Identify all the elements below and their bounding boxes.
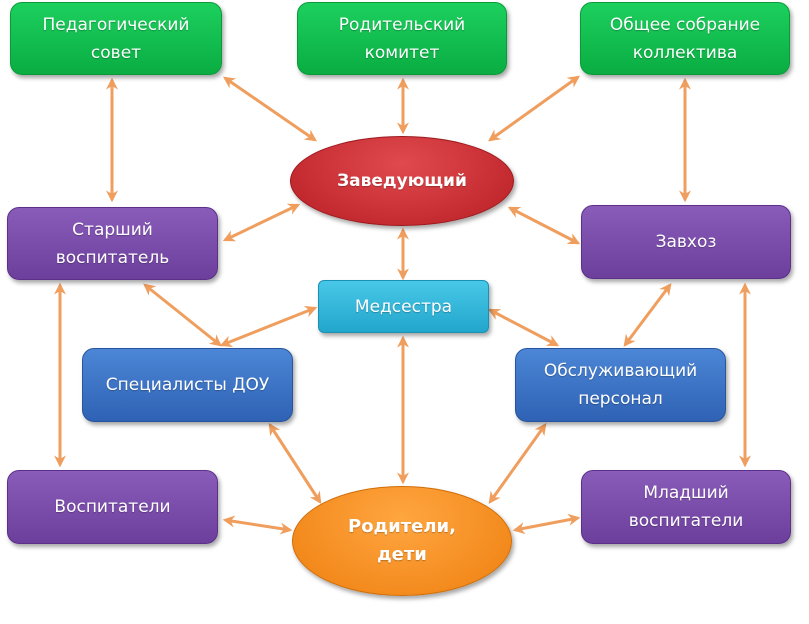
node-label: Воспитатели xyxy=(54,497,171,517)
double-arrow xyxy=(487,308,560,347)
node-general-meeting: Общее собрание коллектива xyxy=(580,2,790,75)
node-supply-manager: Завхоз xyxy=(581,205,791,279)
double-arrow xyxy=(488,423,547,504)
node-parent-committee: Родительский комитет xyxy=(297,2,507,75)
node-label: Родители, дети xyxy=(348,516,456,565)
node-nurse: Медсестра xyxy=(318,280,489,333)
node-label: Заведующий xyxy=(337,171,467,191)
node-label: Педагогический совет xyxy=(42,14,190,63)
node-label: Обслуживающий персонал xyxy=(543,361,698,409)
double-arrow xyxy=(507,206,581,245)
node-label: Младший воспитатели xyxy=(628,483,744,531)
node-pedagogical-council: Педагогический совет xyxy=(10,2,222,75)
node-label: Специалисты ДОУ xyxy=(105,375,270,395)
node-teachers: Воспитатели xyxy=(7,470,218,544)
double-arrow xyxy=(488,75,580,142)
node-senior-teacher: Старший воспитатель xyxy=(7,207,218,280)
node-label: Родительский комитет xyxy=(338,14,466,63)
node-head: Заведующий xyxy=(290,136,514,226)
double-arrow xyxy=(222,515,293,535)
node-parents-children: Родители, дети xyxy=(292,486,512,596)
node-label: Старший воспитатель xyxy=(55,219,170,268)
double-arrow xyxy=(268,422,322,505)
node-junior-teachers: Младший воспитатели xyxy=(581,470,791,544)
node-label: Общее собрание коллектива xyxy=(609,14,761,63)
node-service-staff: Обслуживающий персонал xyxy=(515,348,726,422)
node-label: Завхоз xyxy=(655,232,717,252)
double-arrow xyxy=(223,76,317,142)
node-label: Медсестра xyxy=(354,296,453,317)
double-arrow xyxy=(143,283,222,347)
double-arrow xyxy=(222,203,301,242)
double-arrow xyxy=(623,283,672,347)
double-arrow xyxy=(219,305,318,348)
node-specialists: Специалисты ДОУ xyxy=(82,348,293,422)
double-arrow xyxy=(512,513,581,535)
